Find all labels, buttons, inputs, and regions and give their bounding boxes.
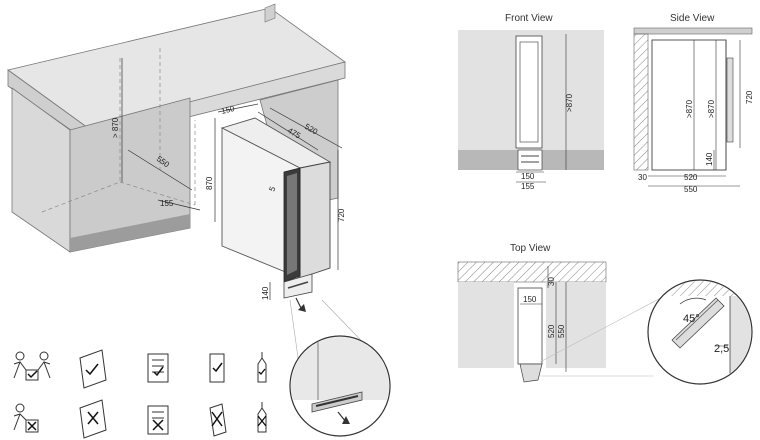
side-dim-30: 30 (638, 173, 647, 182)
side-dim-520: 520 (684, 173, 698, 182)
top-dim-520: 520 (547, 324, 556, 338)
package-upright-wrong-icon (79, 399, 107, 439)
side-dim-720: 720 (745, 90, 754, 104)
door-angle-detail-circle: 45° 2,5 (647, 279, 753, 385)
side-dim-870b: >870 (707, 99, 716, 118)
two-person-lift-wrong-icon (13, 403, 39, 433)
package-doc-wrong-icon (147, 405, 169, 435)
front-dim-150: 150 (521, 172, 535, 181)
top-dim-150: 150 (523, 295, 537, 304)
top-view: Top View 30 150 520 550 (457, 243, 673, 383)
iso-dim-150: 150 (220, 104, 236, 116)
iso-dim-870b: 870 (205, 176, 214, 190)
toe-kick-detail-circle (289, 335, 391, 437)
iso-dim-140: 140 (261, 286, 270, 300)
front-view: Front View >870 150 155 (458, 13, 604, 191)
iso-dim-720: 720 (337, 208, 346, 222)
side-view-title: Side View (670, 13, 715, 24)
iso-dim-870: > 870 (111, 117, 120, 138)
package-doc-ok-icon (147, 353, 169, 383)
front-dim-155: 155 (521, 182, 535, 191)
bottle-ok-icon (257, 352, 267, 383)
package-upright-ok-icon (79, 349, 107, 389)
isometric-view: > 870 550 155 150 475 520 870 720 140 5 (7, 3, 381, 373)
side-dim-550: 550 (684, 185, 698, 194)
side-view: Side View >870 >870 720 140 30 520 550 (633, 13, 754, 194)
appliance-tilt-wrong-icon (209, 403, 227, 437)
side-dim-870a: >870 (685, 99, 694, 118)
iso-dim-5: 5 (267, 185, 277, 193)
side-dim-140: 140 (705, 152, 714, 166)
front-dim-870: >870 (565, 93, 574, 112)
handling-icons (13, 349, 267, 439)
top-view-title: Top View (510, 243, 551, 254)
door-gap-label: 2,5 (714, 343, 729, 355)
iso-dim-155: 155 (160, 199, 174, 208)
two-person-lift-ok-icon (13, 351, 51, 381)
bottle-wrong-icon (257, 402, 267, 433)
appliance-upright-ok-icon (209, 353, 225, 383)
top-dim-30: 30 (547, 277, 556, 286)
top-dim-550: 550 (557, 324, 566, 338)
door-angle-label: 45° (683, 313, 700, 325)
front-view-title: Front View (505, 13, 553, 24)
